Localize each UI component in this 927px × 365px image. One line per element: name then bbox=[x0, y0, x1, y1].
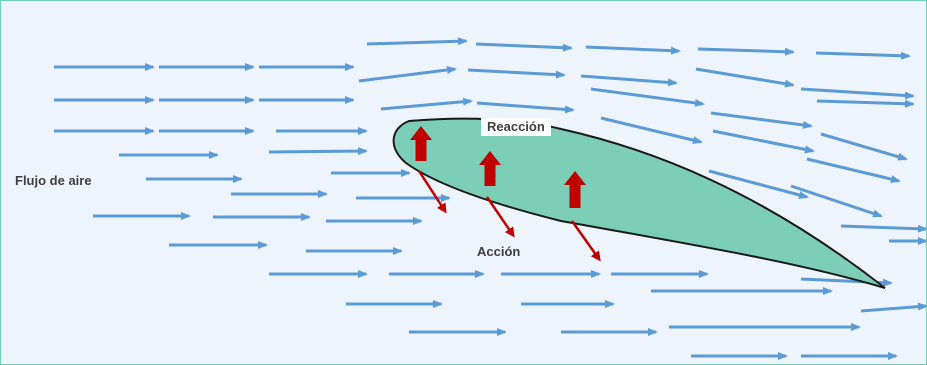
flow-arrow bbox=[710, 111, 813, 129]
action-arrows bbox=[417, 170, 601, 262]
flow-arrow bbox=[815, 51, 911, 60]
flow-arrow bbox=[820, 132, 908, 161]
flow-arrow bbox=[790, 184, 883, 218]
flow-arrow bbox=[380, 97, 473, 111]
flow-arrow bbox=[475, 42, 573, 52]
flow-arrow bbox=[816, 99, 915, 108]
reaction-arrow bbox=[479, 151, 501, 186]
reaction-label: Reacción bbox=[481, 118, 551, 136]
airflow-label: Flujo de aire bbox=[15, 173, 92, 188]
flow-arrow bbox=[585, 45, 681, 55]
flow-arrow bbox=[268, 147, 368, 156]
flow-arrow bbox=[708, 169, 809, 199]
flow-arrow bbox=[467, 68, 566, 79]
flow-arrow bbox=[840, 224, 926, 233]
flow-arrow bbox=[590, 87, 705, 107]
flow-arrow bbox=[476, 101, 575, 114]
flow-arrow bbox=[806, 157, 901, 184]
reaction-arrow bbox=[410, 126, 432, 161]
action-arrow bbox=[485, 196, 515, 238]
action-arrow bbox=[570, 220, 601, 262]
flow-arrow bbox=[800, 87, 915, 100]
flow-arrow bbox=[695, 67, 795, 88]
flow-arrow bbox=[600, 116, 703, 145]
action-label: Acción bbox=[471, 243, 527, 261]
flow-arrow bbox=[860, 302, 926, 313]
flow-arrow bbox=[366, 37, 468, 46]
flow-arrow bbox=[697, 47, 795, 56]
airfoil-shape bbox=[392, 117, 886, 289]
flow-arrows bbox=[54, 37, 926, 360]
flow-arrow bbox=[358, 66, 457, 83]
action-arrow bbox=[417, 170, 447, 214]
reaction-arrows bbox=[410, 126, 586, 208]
flow-arrow bbox=[580, 74, 678, 87]
reaction-arrow bbox=[564, 171, 586, 208]
flow-arrow bbox=[712, 129, 815, 154]
